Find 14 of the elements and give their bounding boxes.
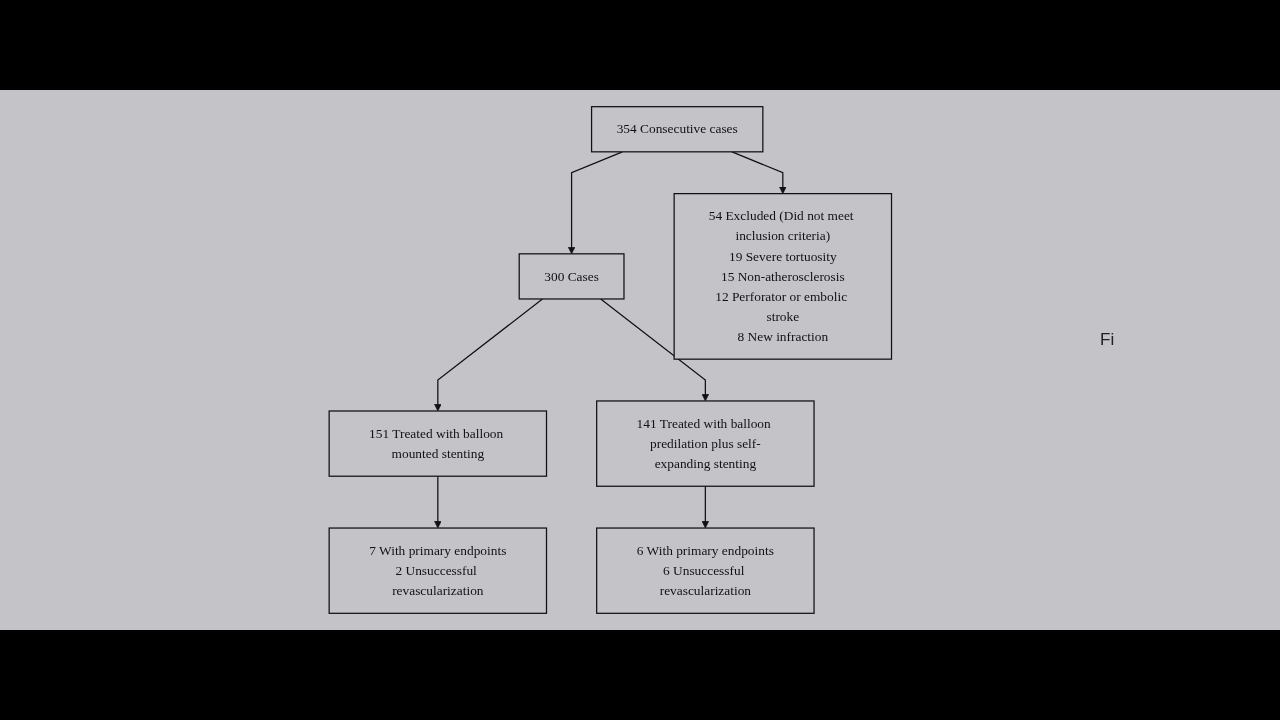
arrow (433, 298, 543, 412)
node-box: 6 With primary endpoints 6 Unsuccessful revascularization (595, 527, 815, 614)
arrow (731, 151, 787, 194)
node-box: 151 Treated with balloon mounted stenting (328, 410, 547, 477)
node-box: 300 Cases (518, 253, 625, 300)
arrow (433, 475, 442, 529)
node-box: 141 Treated with balloon predilation plus self-expanding stenting (595, 400, 815, 487)
node-box: 7 With primary endpoints 2 Unsuccessful revascularization (328, 527, 547, 614)
arrow (701, 485, 709, 529)
node-box: 54 Excluded (Did not meet inclusion criteria) 19 Severe tortuosity 15 Non-atherosclerosis 12 Perforator or embolic stroke 8 New infraction (673, 193, 892, 360)
node-box: 354 Consecutive cases (590, 106, 764, 153)
slide-text: Fi (1100, 330, 1115, 350)
arrow (567, 151, 623, 255)
arrow (599, 298, 709, 402)
